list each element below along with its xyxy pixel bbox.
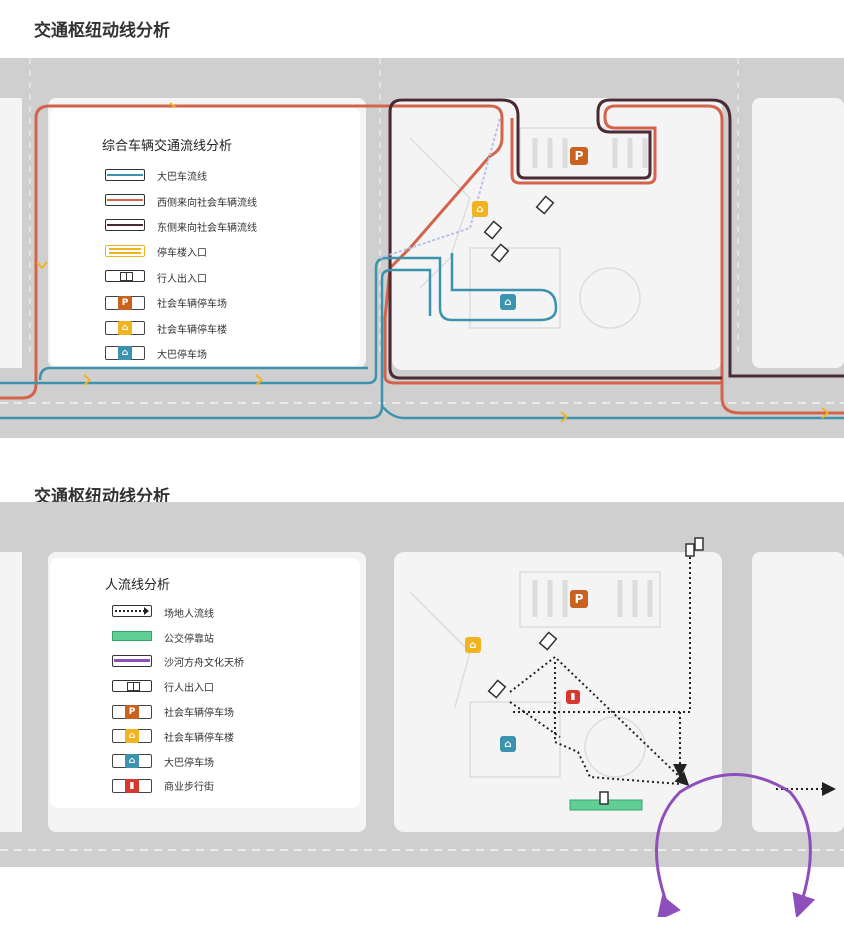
legend-item: 大巴车流线: [105, 163, 257, 188]
purple-line: [112, 654, 154, 669]
legend-title: 综合车辆交通流线分析: [102, 139, 233, 154]
parking-building-icon: ⌂: [465, 637, 481, 653]
legend-label: 沙河方舟文化天桥: [164, 658, 244, 670]
yellow-arrow: [105, 244, 147, 259]
west-flow-line: [0, 104, 724, 400]
block-right: [752, 552, 844, 832]
parking-p-icon: P: [105, 295, 147, 310]
parking-p-icon: P: [570, 147, 588, 165]
parking-building-icon: ⌂: [118, 321, 132, 336]
parking-stripes: [532, 138, 648, 168]
green-bar: [112, 630, 154, 644]
legend-items: 大巴车流线西侧来向社会车辆流线东侧来向社会车辆流线停车楼入口行人出入口 P 社会车辆…: [105, 163, 257, 366]
pedestrian-flow-lines: [509, 552, 836, 796]
dark-line: [105, 219, 147, 233]
pedestrian-entrance-icon: [105, 270, 147, 284]
legend-item: 行人出入口: [112, 674, 244, 699]
legend-item: 行人出入口: [105, 265, 257, 290]
legend-item: 场地人流线: [112, 600, 244, 625]
page-title: 交通枢纽动线分析: [34, 21, 170, 41]
parking-p-icon: P: [112, 704, 154, 719]
parking-p-icon: P: [118, 295, 132, 310]
block-left: [0, 552, 22, 832]
legend-item: 东侧来向社会车辆流线: [105, 214, 257, 239]
block-site: [394, 552, 722, 832]
legend-label: 商业步行街: [164, 782, 214, 794]
legend-item: 公交停靠站: [112, 625, 244, 650]
blue-line: [105, 168, 147, 183]
legend-item: ⌂ 社会车辆停车楼: [112, 724, 244, 749]
legend-label: 公交停靠站: [164, 633, 214, 645]
shopping-street-icon: ▮: [566, 690, 580, 704]
legend-label: 大巴停车场: [157, 349, 207, 361]
shopping-street-icon: ▮: [125, 778, 139, 793]
red-line: [105, 194, 147, 208]
culture-bridge: [654, 773, 816, 917]
culture-bridge-start: [656, 895, 681, 917]
legend-item: 西侧来向社会车辆流线: [105, 188, 257, 213]
legend-label: 社会车辆停车楼: [157, 324, 227, 336]
bus-parking-icon: ⌂: [118, 346, 132, 361]
legend-item: ⌂ 大巴停车场: [105, 341, 257, 366]
parking-building-icon: ⌂: [112, 729, 154, 744]
west-flow-line-exit: [720, 383, 844, 415]
parking-access-line: [379, 117, 501, 259]
road-bottom-white: [0, 867, 844, 917]
pedestrian-entrance-icon: [112, 679, 154, 694]
parking-building-icon: ⌂: [105, 321, 147, 336]
legend-label: 大巴停车场: [164, 757, 214, 769]
pedestrian-entrance-marks: [483, 195, 555, 263]
block-right: [752, 98, 844, 368]
legend-item: ⌂ 大巴停车场: [112, 749, 244, 774]
parking-building-icon: ⌂: [472, 201, 488, 217]
legend-label: 西侧来向社会车辆流线: [157, 197, 257, 209]
legend-label: 社会车辆停车场: [164, 708, 234, 720]
legend-label: 行人出入口: [157, 273, 207, 285]
shopping-street-icon: ▮: [112, 778, 154, 793]
legend-item: 沙河方舟文化天桥: [112, 650, 244, 675]
legend-label: 行人出入口: [164, 683, 214, 695]
block-left: [0, 98, 22, 368]
bus-parking-icon: ⌂: [105, 346, 147, 361]
legend-label: 场地人流线: [164, 608, 214, 620]
legend-label: 社会车辆停车楼: [164, 732, 234, 744]
bus-parking-icon: ⌂: [125, 754, 139, 769]
east-flow-line: [388, 98, 844, 380]
legend-pedestrian-flow: 人流线分析 场地人流线公交停靠站沙河方舟文化天桥行人出入口 P 社会车辆停车场 ⌂ 社会…: [50, 558, 360, 808]
bus-parking-icon: ⌂: [112, 754, 154, 769]
legend-vehicle-flow: 综合车辆交通流线分析 大巴车流线西侧来向社会车辆流线东侧来向社会车辆流线停车楼入…: [50, 108, 360, 366]
block-site: [392, 98, 722, 370]
legend-label: 社会车辆停车场: [157, 299, 227, 311]
pedestrian-entrance-marks: [487, 537, 704, 805]
parking-p-icon: P: [570, 590, 588, 608]
legend-item: ⌂ 社会车辆停车楼: [105, 315, 257, 340]
parking-p-icon: P: [125, 704, 139, 719]
legend-label: 停车楼入口: [157, 248, 207, 260]
bus-parking-icon: ⌂: [500, 294, 516, 310]
legend-label: 大巴车流线: [157, 172, 207, 184]
bus-flow-lines: [0, 253, 844, 420]
parking-stripes: [532, 580, 653, 617]
legend-item: P 社会车辆停车场: [112, 699, 244, 724]
dotted-arrow: [112, 605, 154, 619]
legend-item: ▮ 商业步行街: [112, 774, 244, 799]
legend-item: 停车楼入口: [105, 239, 257, 264]
bus-parking-icon: ⌂: [500, 736, 516, 752]
legend-item: P 社会车辆停车场: [105, 290, 257, 315]
legend-label: 东侧来向社会车辆流线: [157, 222, 257, 234]
legend-title: 人流线分析: [105, 578, 171, 593]
parking-building-icon: ⌂: [125, 729, 139, 744]
